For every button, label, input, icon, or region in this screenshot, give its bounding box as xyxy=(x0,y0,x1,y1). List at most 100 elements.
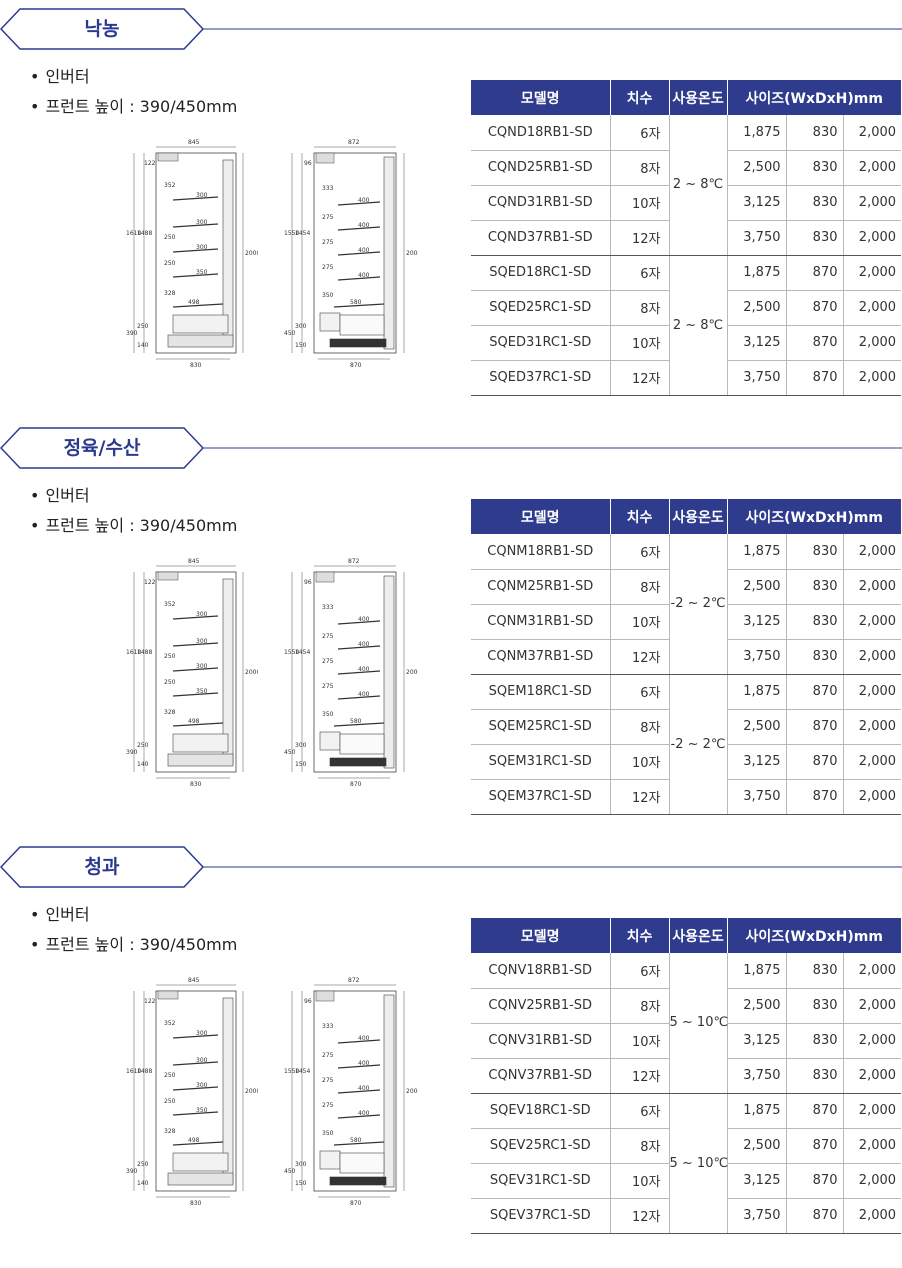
dim-shelf-gap-1: 352 xyxy=(164,601,176,608)
feature-inverter: 인버터 xyxy=(30,62,237,92)
cell-depth: 830 xyxy=(786,220,844,256)
cell-depth: 870 xyxy=(786,1163,844,1199)
dim-gap-top: 96 xyxy=(304,579,312,586)
cell-width: 2,500 xyxy=(727,1128,787,1164)
spec-table-header: 모델명 치수 사용온도 사이즈(WxDxH)mm xyxy=(471,499,902,534)
cell-model: SQED25RC1-SD xyxy=(471,290,611,326)
cell-height: 2,000 xyxy=(843,988,902,1024)
cabinet-drawing-sqe: 872 400 400 400 400 580 1550 1454 2000 4… xyxy=(284,558,421,788)
dim-height-1: 1550 xyxy=(284,649,299,656)
shelf-depth-3: 400 xyxy=(358,1085,370,1092)
header-size: 치수 xyxy=(610,499,670,534)
cell-height: 2,000 xyxy=(843,744,902,780)
cell-size: 6자 xyxy=(610,953,670,989)
dim-shelf-gap-3: 250 xyxy=(164,260,176,267)
dim-shelf-gap-3: 250 xyxy=(164,1098,176,1105)
cell-depth: 830 xyxy=(786,569,844,605)
section-meat-seafood: 정육/수산 인버터 프런트 높이 : 390/450mm 845 300 300… xyxy=(0,419,902,838)
spec-table-header: 모델명 치수 사용온도 사이즈(WxDxH)mm xyxy=(471,80,902,115)
cell-width: 3,750 xyxy=(727,360,787,396)
dim-height-1: 1610 xyxy=(126,649,141,656)
cell-size: 10자 xyxy=(610,185,670,221)
cell-height: 2,000 xyxy=(843,1058,902,1094)
cabinet-drawing-sqe: 872 400 400 400 400 580 1550 1454 2000 4… xyxy=(284,139,421,369)
cell-size: 8자 xyxy=(610,709,670,745)
shelf-depth-1: 400 xyxy=(358,616,370,623)
cell-depth: 870 xyxy=(786,290,844,326)
cell-height: 2,000 xyxy=(843,953,902,989)
dim-shelf-gap-5: 350 xyxy=(322,292,334,299)
cell-size: 6자 xyxy=(610,534,670,570)
section-header: 낙농 xyxy=(0,8,902,50)
cell-width: 3,125 xyxy=(727,744,787,780)
dim-shelf-gap-2: 250 xyxy=(164,234,176,241)
cell-size: 10자 xyxy=(610,1023,670,1059)
feature-inverter: 인버터 xyxy=(30,481,237,511)
cell-temp: -2 ~ 2℃ xyxy=(669,534,728,675)
cell-width: 3,125 xyxy=(727,604,787,640)
shelf-depth-3: 300 xyxy=(196,1082,208,1089)
section-title: 정육/수산 xyxy=(63,437,141,459)
dim-shelf-gap-4: 328 xyxy=(164,1128,176,1135)
section-header-ribbon xyxy=(0,846,902,888)
shelf-depth-2: 300 xyxy=(196,1057,208,1064)
feature-list: 인버터 프런트 높이 : 390/450mm xyxy=(30,481,237,541)
cell-width: 3,125 xyxy=(727,185,787,221)
dim-shelf-gap-4: 275 xyxy=(322,683,334,690)
cell-depth: 870 xyxy=(786,779,844,815)
cell-height: 2,000 xyxy=(843,569,902,605)
cell-height: 2,000 xyxy=(843,604,902,640)
cell-model: SQEV18RC1-SD xyxy=(471,1093,611,1129)
dim-base-3: 140 xyxy=(137,342,149,349)
cell-size: 6자 xyxy=(610,115,670,151)
cell-model: SQED31RC1-SD xyxy=(471,325,611,361)
dim-shelf-gap-4: 275 xyxy=(322,1102,334,1109)
dim-gap-top: 122 xyxy=(144,160,156,167)
shelf-depth-5: 498 xyxy=(188,299,200,306)
cell-width: 3,750 xyxy=(727,1198,787,1234)
cell-height: 2,000 xyxy=(843,150,902,186)
shelf-depth-5: 580 xyxy=(350,718,362,725)
dim-width-top: 872 xyxy=(348,977,360,984)
cell-size: 12자 xyxy=(610,639,670,675)
cell-width: 3,750 xyxy=(727,1058,787,1094)
header-size: 치수 xyxy=(610,918,670,953)
cell-height: 2,000 xyxy=(843,674,902,710)
shelf-depth-4: 350 xyxy=(196,1107,208,1114)
header-dimensions: 사이즈(WxDxH)mm xyxy=(727,499,902,534)
shelf-depth-4: 400 xyxy=(358,691,370,698)
feature-front-height: 프런트 높이 : 390/450mm xyxy=(30,511,237,541)
dim-height-2: 1454 xyxy=(295,649,310,656)
dim-width-bottom: 830 xyxy=(190,781,202,788)
drawing-left: 845 300 300 300 350 498 1610 1488 2000 3… xyxy=(118,135,260,374)
dim-height-total: 2000 xyxy=(406,1088,418,1095)
dim-gap-top: 96 xyxy=(304,998,312,1005)
section-title: 낙농 xyxy=(84,18,120,40)
cabinet-drawing-sqe: 872 400 400 400 400 580 1550 1454 2000 4… xyxy=(284,977,421,1207)
shelf-depth-1: 400 xyxy=(358,197,370,204)
dim-base-3: 150 xyxy=(295,761,307,768)
dim-shelf-gap-4: 275 xyxy=(322,264,334,271)
cell-temp: 2 ~ 8℃ xyxy=(669,255,728,396)
cell-size: 12자 xyxy=(610,1198,670,1234)
dim-base-2: 300 xyxy=(295,323,307,330)
dim-shelf-gap-2: 250 xyxy=(164,1072,176,1079)
cell-model: SQED18RC1-SD xyxy=(471,255,611,291)
cell-size: 6자 xyxy=(610,674,670,710)
dim-shelf-gap-3: 250 xyxy=(164,679,176,686)
dim-shelf-gap-2: 275 xyxy=(322,214,334,221)
cell-size: 8자 xyxy=(610,150,670,186)
cell-size: 10자 xyxy=(610,744,670,780)
shelf-depth-3: 400 xyxy=(358,666,370,673)
cell-depth: 870 xyxy=(786,360,844,396)
dim-shelf-gap-2: 275 xyxy=(322,633,334,640)
shelf-depth-5: 498 xyxy=(188,718,200,725)
cell-width: 1,875 xyxy=(727,534,787,570)
dim-width-bottom: 830 xyxy=(190,362,202,369)
dim-shelf-gap-1: 333 xyxy=(322,185,334,192)
